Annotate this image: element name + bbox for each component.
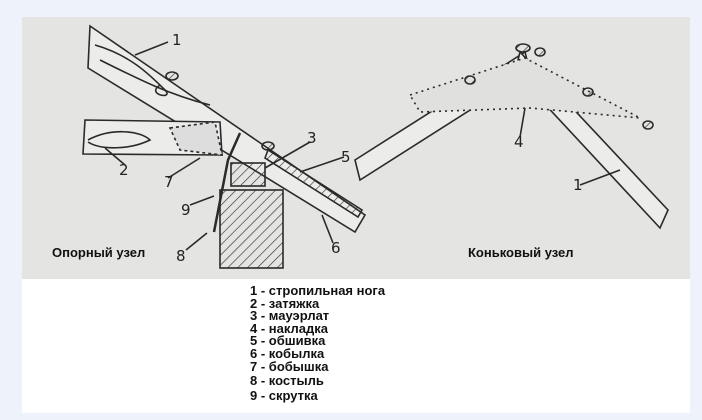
legend-item: 7 - бобышка — [250, 358, 329, 374]
legend-item: 8 - костыль — [250, 373, 324, 389]
label-6: 6 — [331, 239, 341, 257]
legend-item: 3 - мауэрлат — [250, 308, 330, 324]
label-5: 5 — [341, 148, 351, 166]
label-1-ridge: 1 — [573, 176, 583, 194]
caption-support-node: Опорный узел — [52, 245, 146, 260]
label-3: 3 — [307, 129, 317, 147]
caption-ridge-node: Коньковый узел — [468, 245, 574, 260]
label-8: 8 — [176, 247, 186, 265]
wall — [219, 189, 284, 269]
legend: 1 - стропильная нога 2 - затяжка 3 - мау… — [250, 283, 386, 403]
boss — [168, 121, 224, 156]
label-1: 1 — [172, 31, 182, 49]
twist-wire — [212, 132, 242, 233]
legend-item: 1 - стропильная нога — [250, 283, 386, 298]
legend-box — [22, 279, 690, 413]
sheathing — [264, 148, 364, 219]
label-2: 2 — [119, 161, 129, 179]
label-9: 9 — [181, 201, 191, 219]
legend-item: 6 - кобылка — [250, 345, 325, 361]
legend-item: 4 - накладка — [250, 320, 329, 336]
label-4: 4 — [514, 133, 524, 151]
legend-item: 9 - скрутка — [250, 387, 318, 403]
legend-item: 5 - обшивка — [250, 333, 326, 349]
legend-item: 2 - затяжка — [250, 295, 320, 311]
label-7: 7 — [164, 173, 174, 191]
mauerlat — [230, 162, 266, 187]
rafter-left-node — [87, 24, 367, 234]
ridge-plate — [408, 57, 641, 119]
